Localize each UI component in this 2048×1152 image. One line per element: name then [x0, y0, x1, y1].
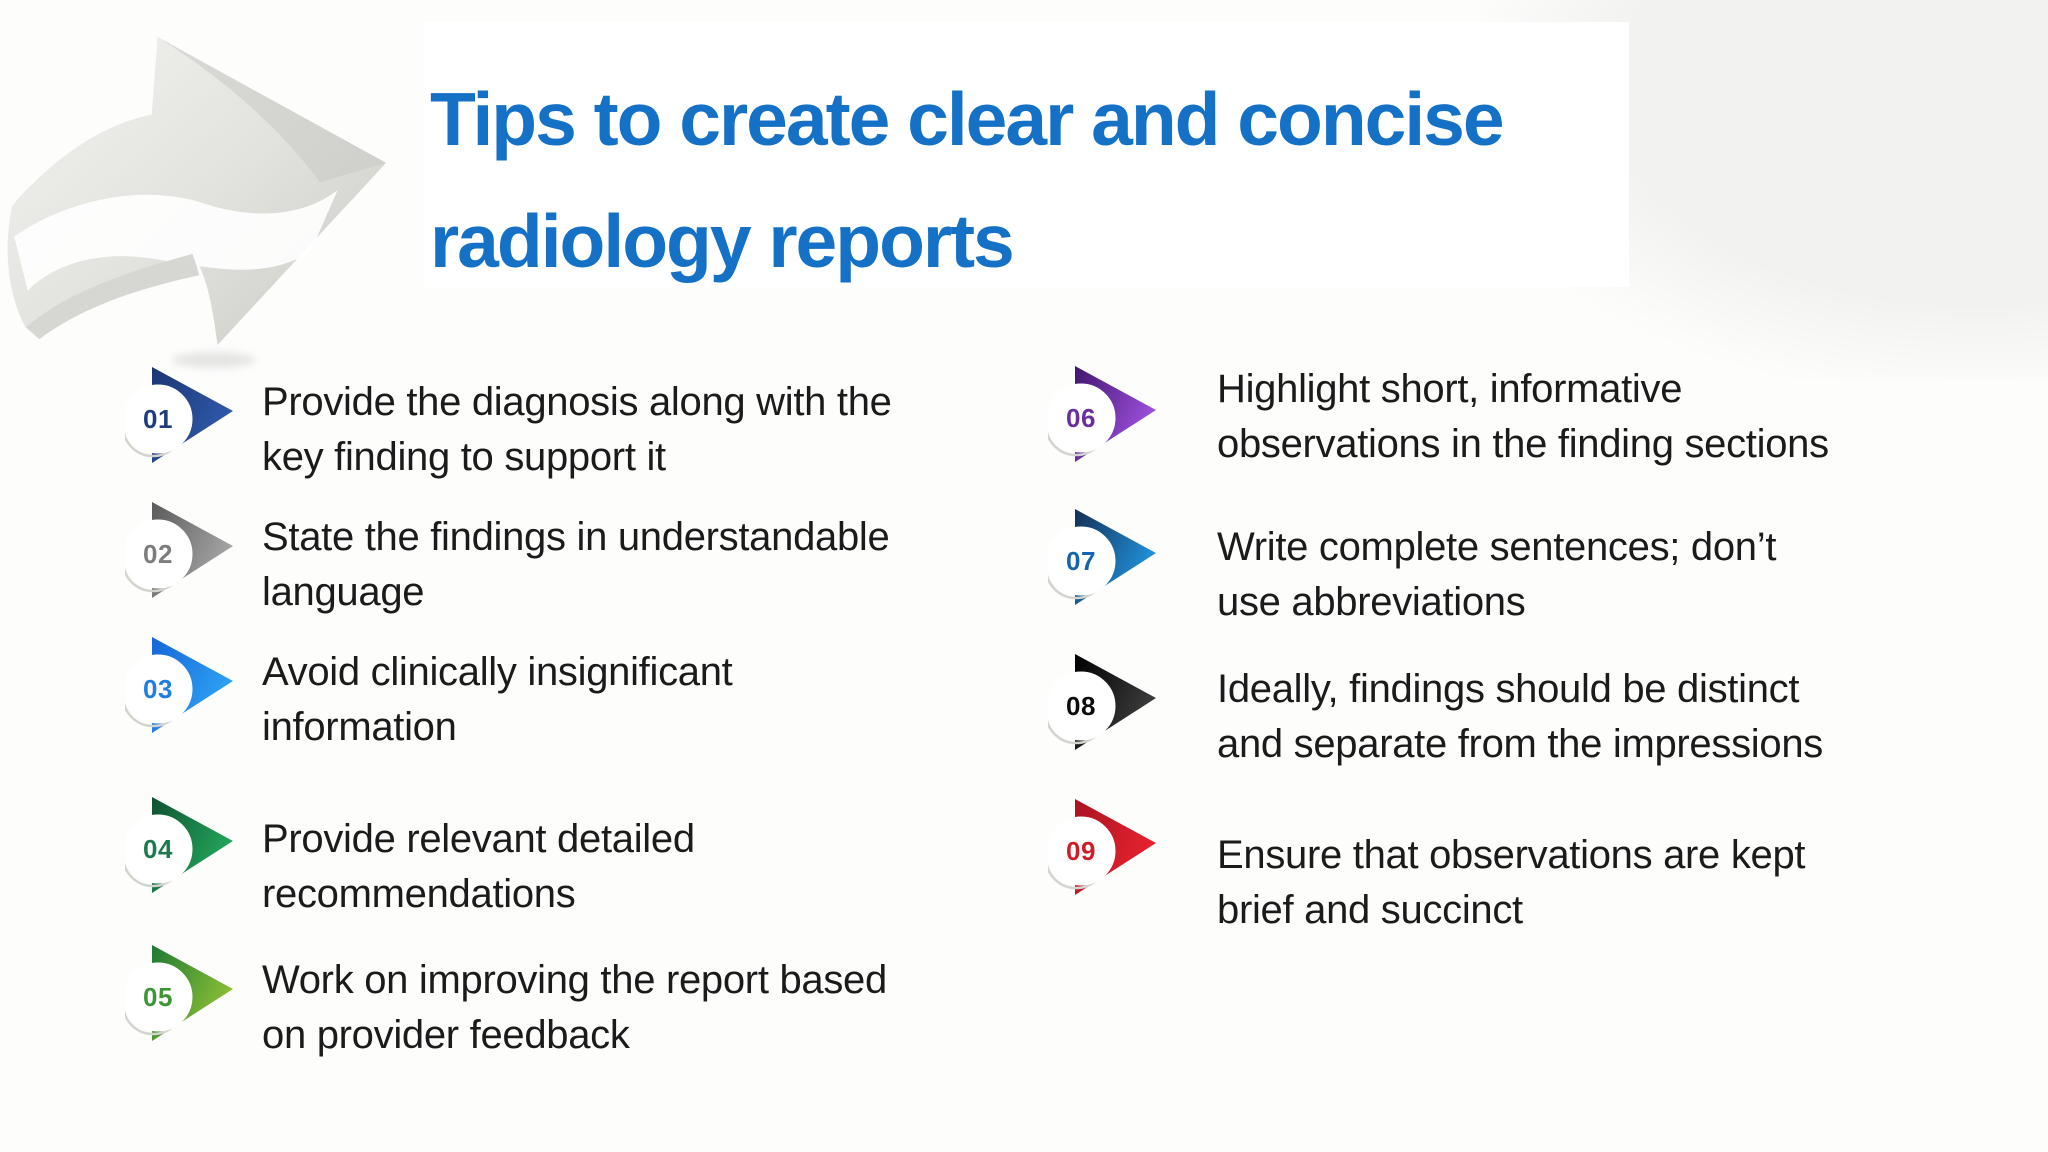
tip-text: Provide the diagnosis along with the key …	[262, 375, 892, 485]
tip-number: 05	[143, 982, 173, 1012]
tip-item: 08 Ideally, findings should be distinct a…	[1048, 650, 1948, 770]
tip-arrow-icon: 06	[1048, 366, 1156, 462]
tip-number: 07	[1066, 546, 1096, 576]
tip-text: Highlight short, informative observations…	[1217, 362, 1829, 472]
tip-item: 01 Provide the diagnosis along with the k…	[125, 363, 1025, 483]
tip-number-circle	[1048, 671, 1116, 741]
tip-text-line: Provide relevant detailed	[262, 817, 695, 861]
tip-number: 08	[1066, 691, 1096, 721]
tip-number: 01	[143, 404, 173, 434]
tip-text: Write complete sentences; don’t use abbre…	[1217, 520, 1776, 630]
tip-number-circle	[1048, 526, 1116, 596]
tip-arrow-icon: 08	[1048, 654, 1156, 750]
tip-text: Ideally, findings should be distinct and …	[1217, 662, 1823, 772]
tip-item: 09 Ensure that observations are kept brie…	[1048, 795, 1948, 932]
tip-number: 06	[1066, 403, 1096, 433]
tip-text-line: Write complete sentences; don’t	[1217, 525, 1777, 569]
tip-item: 05 Work on improving the report based on …	[125, 941, 1025, 1061]
tip-text-line: key finding to support it	[262, 435, 666, 479]
tip-text-line: use abbreviations	[1217, 580, 1526, 624]
tip-arrow-icon: 05	[125, 945, 233, 1041]
tip-arrow-icon: 02	[125, 502, 233, 598]
tip-text-line: State the findings in understandable	[262, 515, 890, 559]
tip-text-line: brief and succinct	[1217, 888, 1523, 932]
tip-item: 07 Write complete sentences; don’t use ab…	[1048, 505, 1948, 625]
tip-number-circle	[125, 962, 193, 1032]
tip-arrow-icon: 07	[1048, 509, 1156, 605]
tip-text-line: Work on improving the report based	[262, 958, 887, 1002]
page-title: Tips to create clear and concise radiolo…	[430, 58, 1505, 302]
tip-number: 03	[143, 674, 173, 704]
tip-number-circle	[125, 384, 193, 454]
tip-item: 03 Avoid clinically insignificant informa…	[125, 633, 1025, 753]
arrow-tail-shade	[25, 253, 200, 340]
tip-text: Ensure that observations are kept brief a…	[1217, 828, 1806, 938]
tip-item: 06 Highlight short, informative observati…	[1048, 362, 1948, 482]
tip-text-line: language	[262, 570, 425, 614]
tip-text-line: Provide the diagnosis along with the	[262, 380, 892, 424]
tip-number-circle	[125, 814, 193, 884]
tip-text-line: and separate from the impressions	[1217, 722, 1823, 766]
tip-text-line: Ensure that observations are kept	[1217, 833, 1806, 877]
tip-text-line: recommendations	[262, 872, 576, 916]
curved-arrow-graphic	[7, 36, 387, 345]
tip-text: Avoid clinically insignificant informatio…	[262, 645, 733, 755]
tip-arrow-icon: 04	[125, 797, 233, 893]
tip-text: Provide relevant detailed recommendations	[262, 812, 695, 922]
tip-number-circle	[1048, 816, 1116, 886]
title-line-1: Tips to create clear and concise	[430, 77, 1505, 161]
tip-number: 09	[1066, 836, 1096, 866]
tip-number-circle	[125, 654, 193, 724]
tip-arrow-icon: 03	[125, 637, 233, 733]
tip-item: 04 Provide relevant detailed recommendati…	[125, 793, 1025, 916]
tip-text-line: on provider feedback	[262, 1013, 630, 1057]
tip-text: State the findings in understandable lang…	[262, 510, 890, 620]
tip-arrow-icon: 09	[1048, 799, 1156, 895]
title-panel	[424, 22, 1629, 287]
title-line-2: radiology reports	[430, 199, 1015, 283]
tip-text-line: observations in the finding sections	[1217, 422, 1829, 466]
arrow-highlight-band	[14, 190, 338, 291]
tip-number-circle	[1048, 383, 1116, 453]
tip-text-line: information	[262, 705, 457, 749]
tip-number: 04	[143, 834, 173, 864]
tip-item: 02 State the findings in understandable l…	[125, 498, 1025, 618]
tip-number: 02	[143, 539, 173, 569]
tip-text-line: Ideally, findings should be distinct	[1217, 667, 1800, 711]
tip-text-line: Highlight short, informative	[1217, 367, 1683, 411]
tip-text-line: Avoid clinically insignificant	[262, 650, 733, 694]
tip-text: Work on improving the report based on pro…	[262, 953, 887, 1063]
tip-number-circle	[125, 519, 193, 589]
arrow-drop-shadow	[172, 352, 256, 368]
arrow-head-shade	[157, 36, 387, 183]
tip-arrow-icon: 01	[125, 367, 233, 463]
